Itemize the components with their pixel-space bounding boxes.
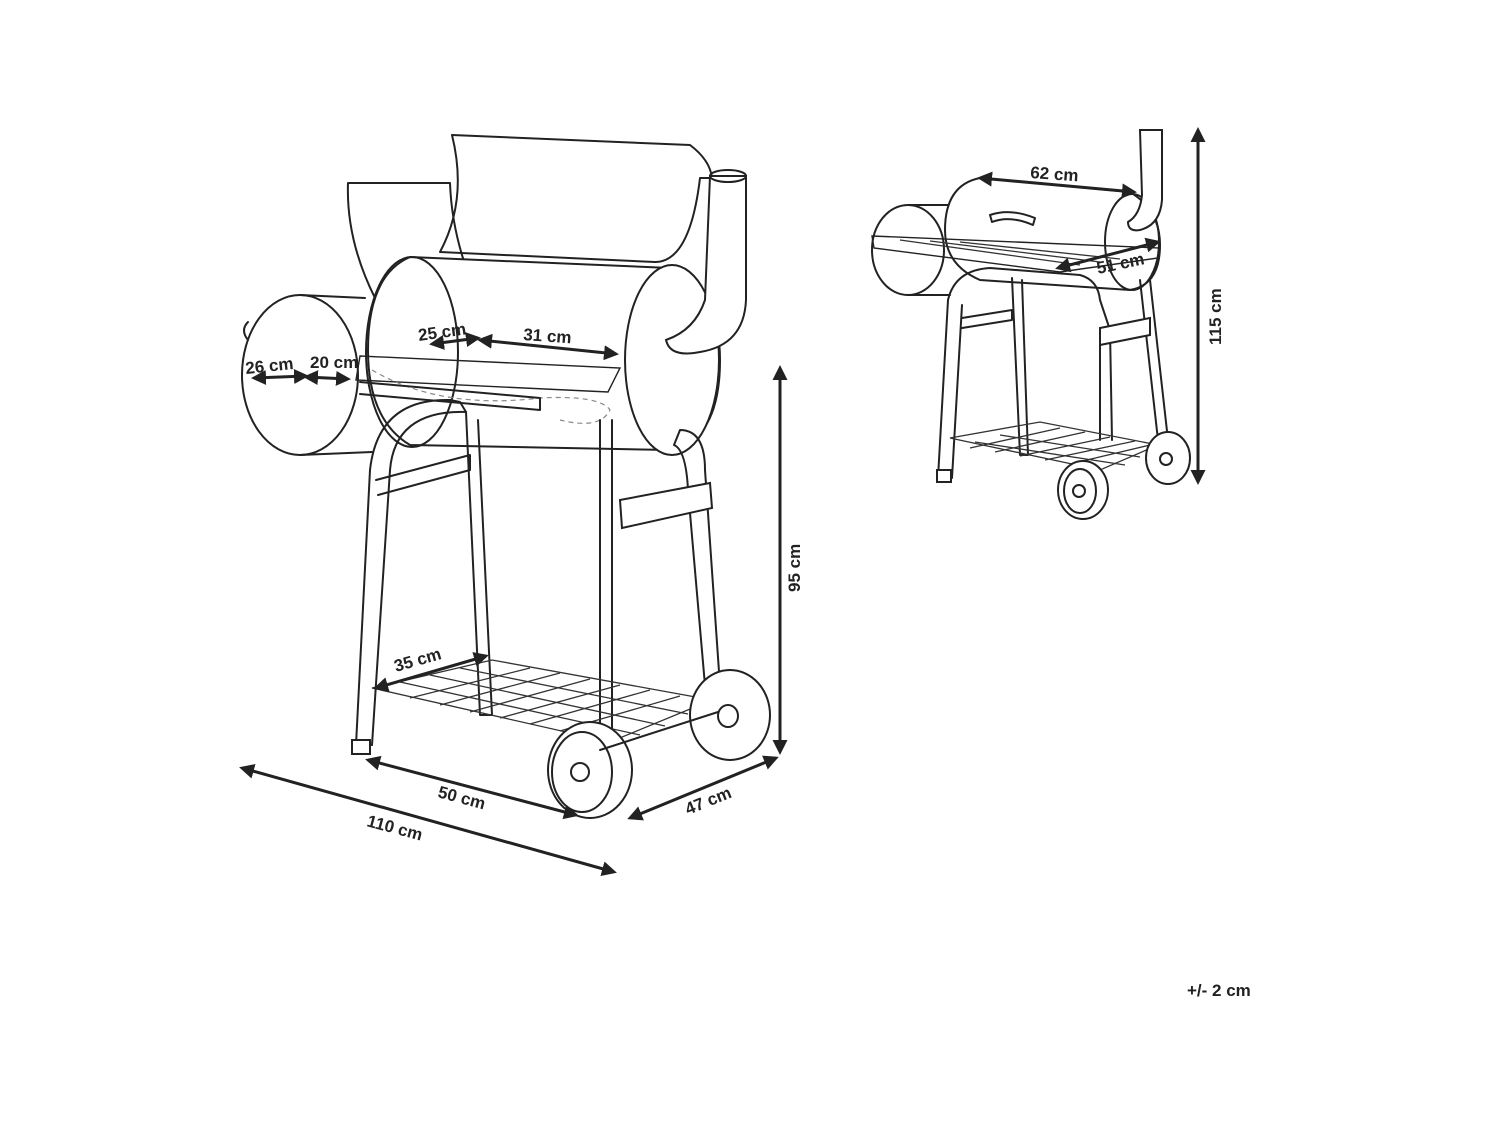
small-firebox	[871, 204, 945, 296]
small-back-wheel	[1145, 431, 1191, 485]
small-chimney	[1126, 129, 1163, 232]
label-main-chamber-length: 62 cm	[1030, 163, 1079, 185]
label-working-height: 95 cm	[785, 544, 804, 592]
small-smoker-illustration	[871, 129, 1191, 520]
label-side-grill-depth: 26 cm	[244, 354, 294, 378]
main-lid	[439, 134, 713, 263]
label-cart-width: 50 cm	[436, 783, 487, 814]
small-front-wheel	[1057, 460, 1109, 520]
large-smoker-illustration	[241, 134, 771, 819]
back-wheel	[689, 669, 771, 761]
chamber-end-cap	[624, 264, 720, 456]
front-wheel	[547, 721, 633, 819]
label-total-height: 115 cm	[1206, 288, 1225, 345]
label-side-grill-width: 20 cm	[310, 353, 358, 372]
label-depth-total: 47 cm	[682, 783, 734, 819]
label-main-grill-width: 31 cm	[523, 325, 572, 347]
tolerance-note: +/- 2 cm	[1187, 981, 1251, 1000]
chimney	[664, 175, 747, 355]
